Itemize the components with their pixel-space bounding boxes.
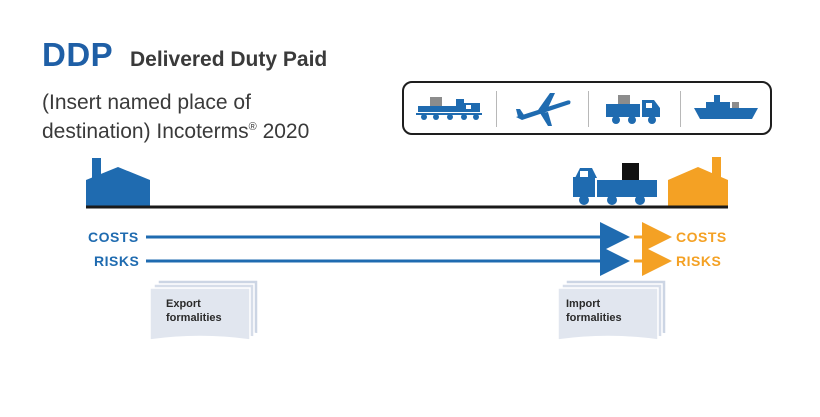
subtitle-text: destination) Incoterms [42,120,249,143]
airplane-icon [516,93,571,126]
mode-divider [588,91,589,127]
export-formalities-label: Export formalities [166,298,222,324]
ship-icon [694,95,758,119]
import-formalities-label: Import formalities [566,298,622,324]
subtitle-line-2: destination) Incoterms® 2020 [42,120,309,144]
costs-buyer-label: COSTS [676,229,727,245]
mode-divider [680,91,681,127]
transport-modes-box [402,81,772,135]
incoterm-abbreviation: DDP [42,36,114,73]
buyer-house-icon [668,157,728,206]
truck-icon [606,95,660,124]
registered-mark: ® [248,121,257,133]
costs-seller-label: COSTS [88,229,139,245]
seller-house-icon [86,158,150,206]
subtitle-line-1: (Insert named place of [42,91,251,114]
delivery-truck-icon [573,163,657,205]
mode-divider [496,91,497,127]
subtitle-year: 2020 [262,120,310,143]
train-icon [416,97,482,120]
export-document-stack-icon [149,279,259,341]
import-document-stack-icon [557,279,667,341]
risks-buyer-label: RISKS [676,253,722,269]
incoterm-full-name: Delivered Duty Paid [130,48,328,71]
risks-seller-label: RISKS [94,253,140,269]
